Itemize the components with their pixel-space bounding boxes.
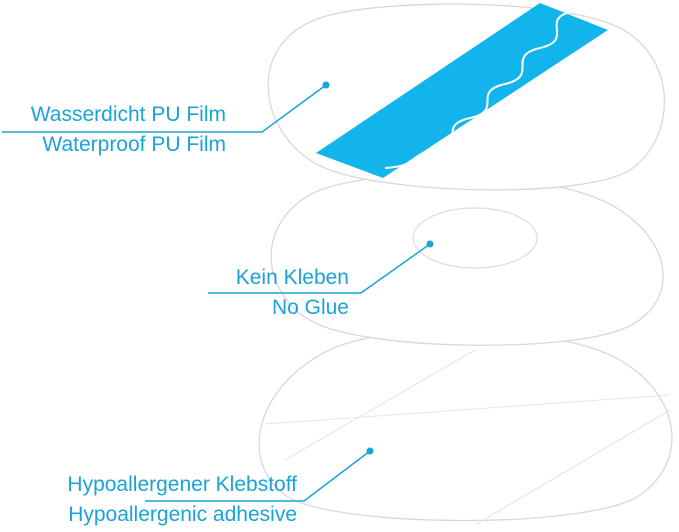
- callout-mid: [208, 240, 434, 294]
- leader-dot-bot: [366, 447, 374, 455]
- adhesive-liner-fold: [264, 394, 671, 425]
- pu-film-blue-stripe: [316, 3, 608, 178]
- adhesive-pad-outline: [258, 329, 673, 522]
- leader-line-mid: [208, 243, 431, 294]
- leader-line-top: [2, 84, 327, 133]
- label-adhesive: Hypoallergener Klebstoff Hypoallergenic …: [67, 470, 297, 530]
- leader-line-bot: [145, 450, 371, 502]
- adhesive-liner-line: [474, 409, 671, 526]
- adhesive-liner-line: [284, 349, 476, 461]
- label-pu-film-en: Waterproof PU Film: [42, 133, 226, 156]
- label-pu-film: Wasserdicht PU Film Waterproof PU Film: [31, 100, 226, 160]
- no-glue-layer: [270, 174, 664, 346]
- label-no-glue-de: Kein Kleben: [235, 266, 349, 289]
- leader-dot-mid: [426, 240, 434, 248]
- label-no-glue-en: No Glue: [271, 296, 349, 319]
- adhesive-layer: [258, 329, 673, 526]
- label-pu-film-de: Wasserdicht PU Film: [30, 103, 226, 126]
- no-glue-center-zone: [412, 207, 538, 269]
- callout-bot: [145, 447, 374, 502]
- label-no-glue: Kein Kleben No Glue: [236, 263, 349, 323]
- leader-dot-top: [322, 81, 330, 89]
- label-adhesive-de: Hypoallergener Klebstoff: [67, 473, 297, 496]
- pu-film-layer: [267, 3, 665, 191]
- pu-film-wave-line: [384, 11, 571, 169]
- label-adhesive-en: Hypoallergenic adhesive: [68, 503, 297, 526]
- callout-top: [2, 81, 330, 133]
